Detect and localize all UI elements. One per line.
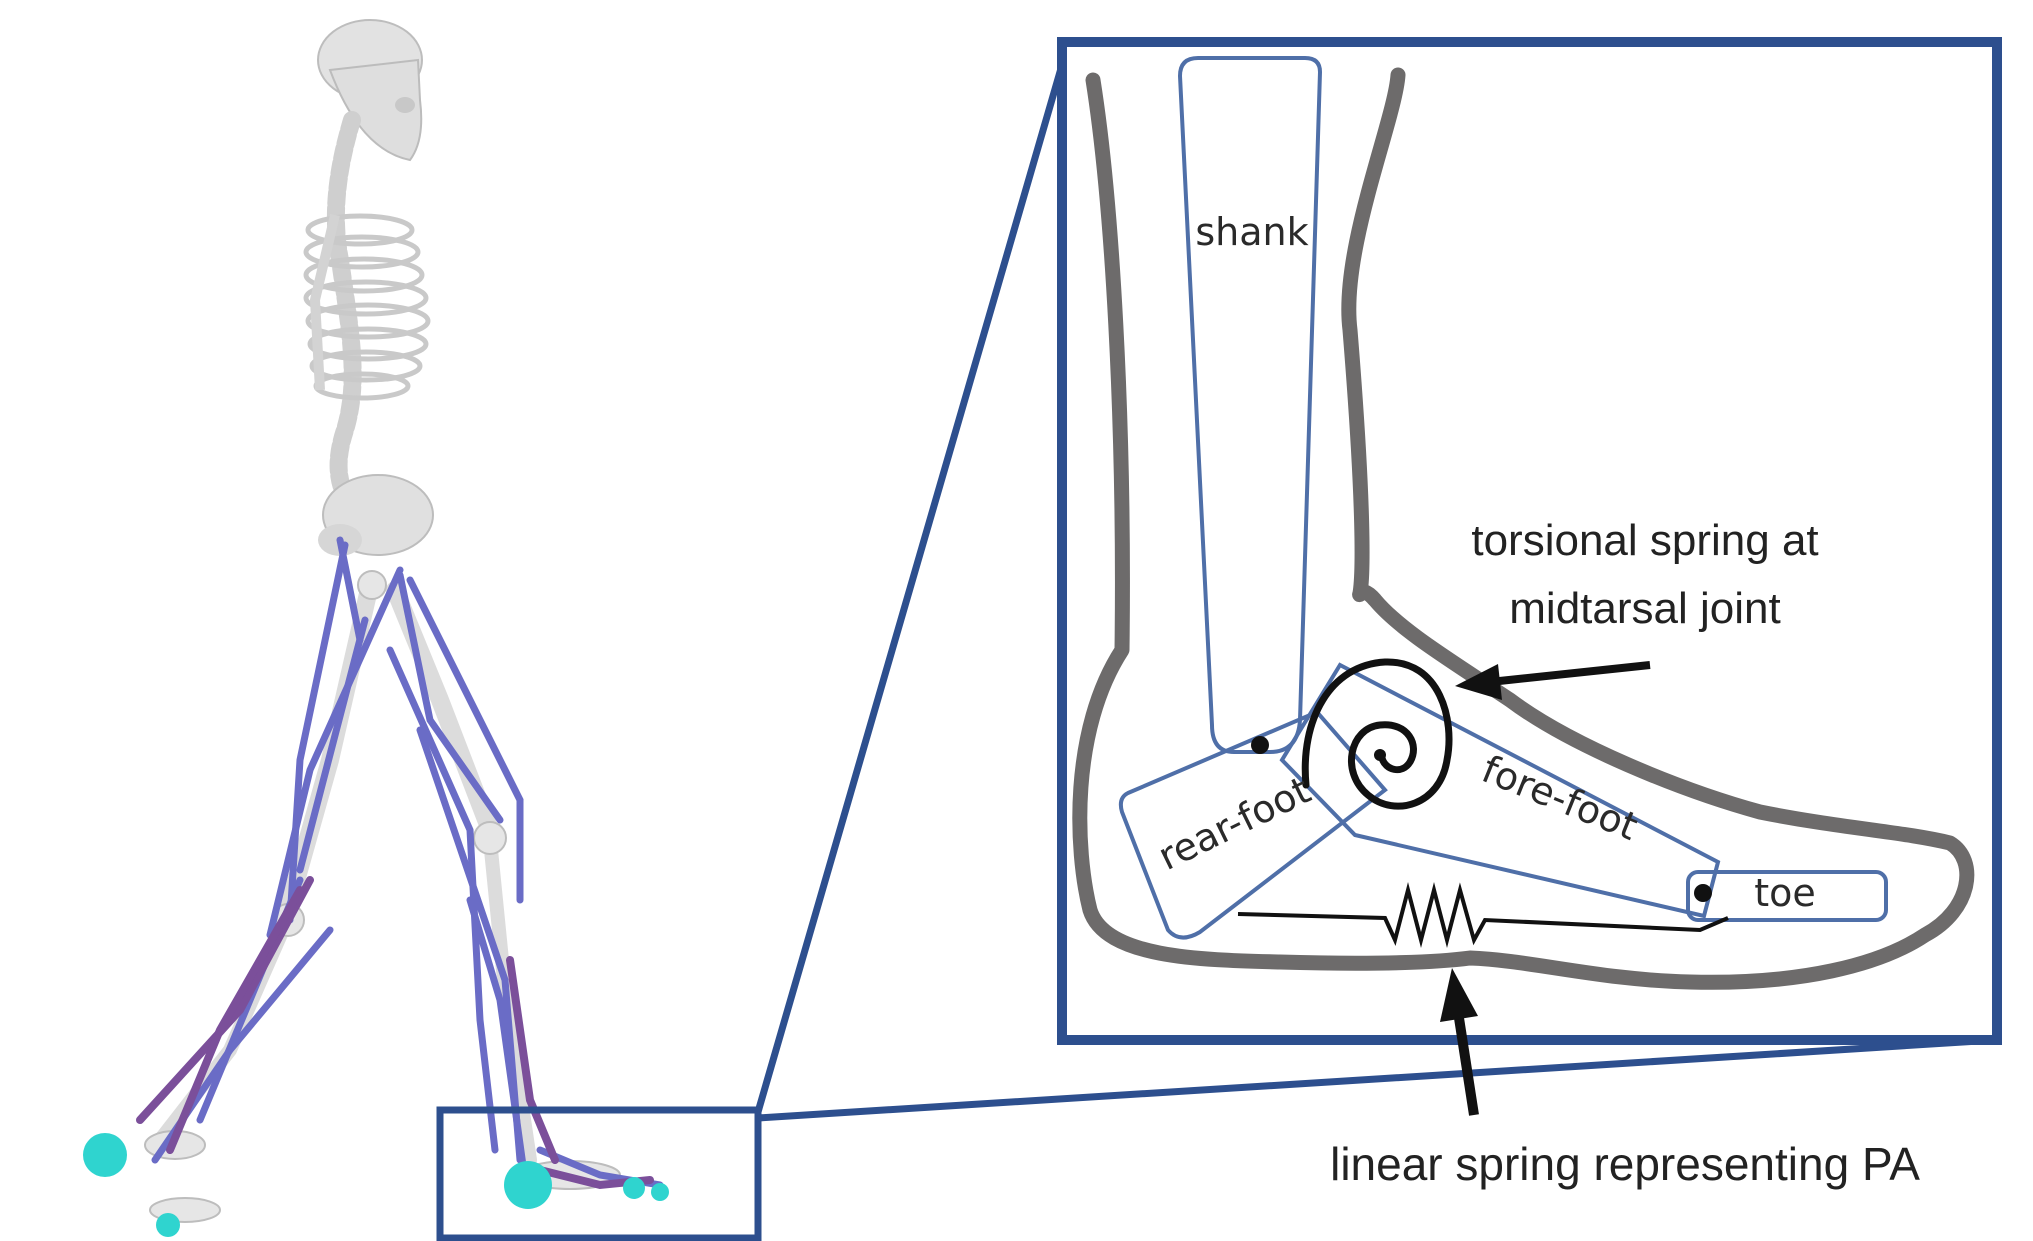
mtp-joint-dot xyxy=(1694,884,1712,902)
shank-label: shank xyxy=(1195,210,1308,254)
skull-icon xyxy=(318,20,422,160)
torsional-spring-label-line2: midtarsal joint xyxy=(1509,584,1780,633)
zoom-line-lower xyxy=(758,1040,1995,1118)
linear-spring-label: linear spring representing PA xyxy=(1330,1138,1920,1190)
zoom-line-upper xyxy=(758,65,1062,1112)
foot-detail-panel: shank rear-foot fore-foot toe torsional … xyxy=(1062,42,1997,1115)
toe-label: toe xyxy=(1754,871,1816,915)
ankle-joint-dot xyxy=(1251,736,1269,754)
joint-caps xyxy=(145,571,620,1222)
skeleton-model xyxy=(83,20,669,1237)
torsional-spring-label-line1: torsional spring at xyxy=(1471,516,1818,565)
muscles-purple xyxy=(140,880,650,1185)
